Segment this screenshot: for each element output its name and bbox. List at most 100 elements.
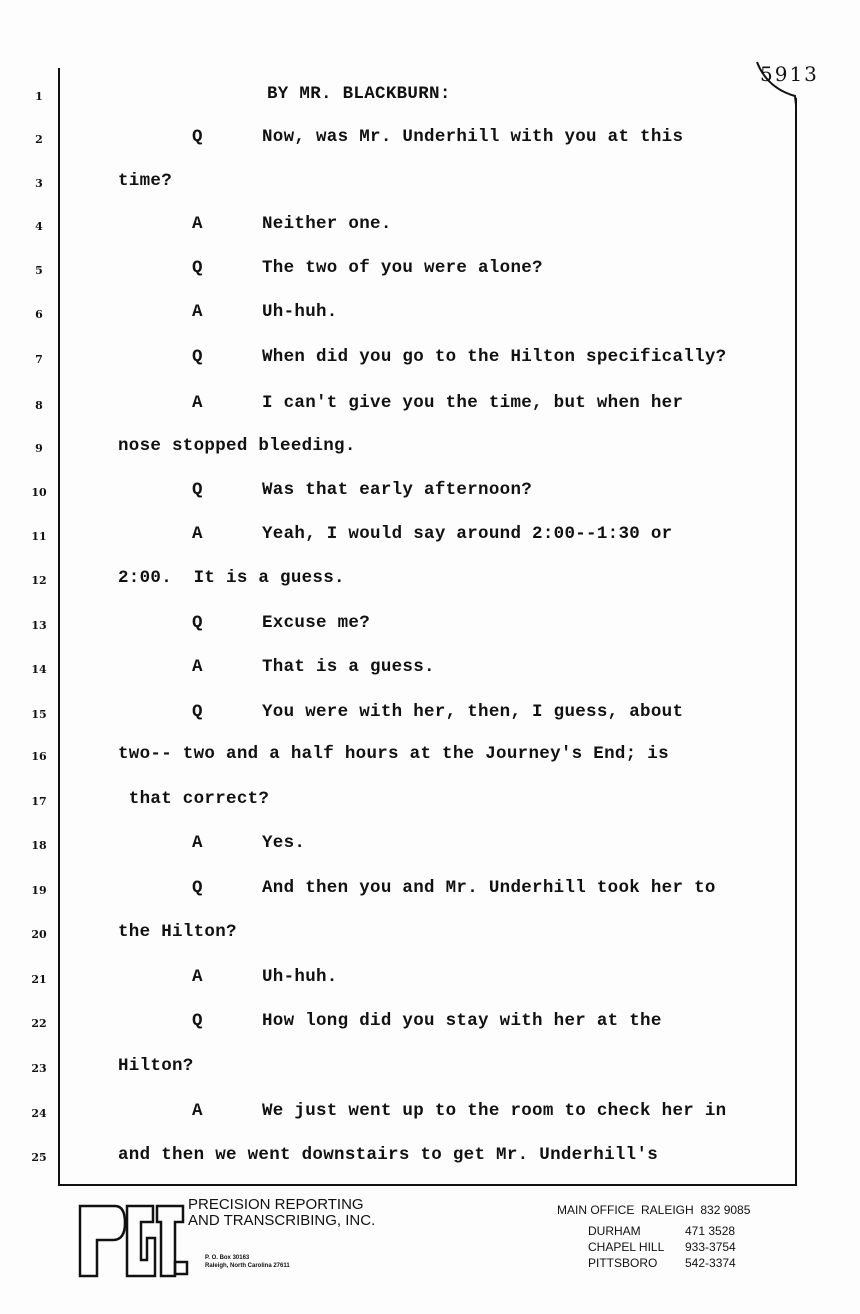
line-text: How long did you stay with her at the [262, 1011, 662, 1031]
examination-heading: BY MR. BLACKBURN: [267, 84, 451, 104]
bottom-margin-line [58, 1184, 797, 1186]
line-number: 21 [31, 973, 47, 986]
transcript-line: the Hilton? [0, 922, 860, 946]
line-number: 2 [35, 133, 43, 146]
speaker-label: A [192, 393, 203, 413]
office-name: PITTSBORO [588, 1256, 658, 1270]
right-margin-line [795, 98, 797, 1186]
main-office: MAIN OFFICE RALEIGH 832 9085 [557, 1203, 751, 1217]
line-number: 16 [31, 750, 47, 763]
line-text: 2:00. It is a guess. [118, 568, 345, 588]
line-text: two-- two and a half hours at the Journe… [118, 744, 669, 764]
office-phone: 933-3754 [685, 1240, 736, 1254]
line-number: 12 [31, 574, 47, 587]
line-text: The two of you were alone? [262, 258, 543, 278]
line-text: We just went up to the room to check her… [262, 1101, 727, 1121]
line-number: 19 [31, 884, 47, 897]
transcript-line: BY MR. BLACKBURN: [0, 84, 860, 108]
line-number: 24 [31, 1107, 47, 1120]
line-text: Excuse me? [262, 613, 371, 633]
transcript-line: A We just went up to the room to check he… [0, 1101, 860, 1125]
left-margin-line [58, 68, 60, 1186]
speaker-label: Q [192, 347, 203, 367]
line-number: 10 [31, 486, 47, 499]
transcript-line: Q You were with her, then, I guess, about [0, 702, 860, 726]
transcript-line: A I can't give you the time, but when her [0, 393, 860, 417]
line-number: 5 [35, 264, 43, 277]
line-text: and then we went downstairs to get Mr. U… [118, 1145, 659, 1165]
speaker-label: Q [192, 613, 203, 633]
line-text: You were with her, then, I guess, about [262, 702, 684, 722]
transcript-line: A Uh-huh. [0, 967, 860, 991]
speaker-label: A [192, 302, 203, 322]
office-phone: 542-3374 [685, 1256, 736, 1270]
line-text: Uh-huh. [262, 302, 338, 322]
line-number: 17 [31, 795, 47, 808]
transcript-line: Q Was that early afternoon? [0, 480, 860, 504]
speaker-label: Q [192, 878, 203, 898]
transcript-line: Q The two of you were alone? [0, 258, 860, 282]
line-text: Hilton? [118, 1056, 194, 1076]
line-text: nose stopped bleeding. [118, 436, 356, 456]
line-number: 20 [31, 928, 47, 941]
line-text: time? [118, 171, 173, 191]
transcript-line: that correct? [0, 789, 860, 813]
line-number: 25 [31, 1151, 47, 1164]
line-number: 18 [31, 839, 47, 852]
line-number: 4 [35, 220, 43, 233]
transcript-line: nose stopped bleeding. [0, 436, 860, 460]
office-name: CHAPEL HILL [588, 1240, 665, 1254]
line-number: 9 [35, 442, 43, 455]
speaker-label: Q [192, 258, 203, 278]
line-number: 6 [35, 308, 43, 321]
line-number: 3 [35, 177, 43, 190]
transcript-line: Q And then you and Mr. Underhill took her… [0, 878, 860, 902]
line-number: 8 [35, 399, 43, 412]
line-text: that correct? [118, 789, 270, 809]
city: Raleigh, North Carolina 27611 [205, 1263, 290, 1269]
office-phone: 471 3528 [685, 1224, 736, 1238]
speaker-label: A [192, 214, 203, 234]
transcript-line: 2:00. It is a guess. [0, 568, 860, 592]
office-name: DURHAM [588, 1224, 641, 1238]
transcript-line: A Neither one. [0, 214, 860, 238]
transcript-line: time? [0, 171, 860, 195]
po-box: P. O. Box 30163 [205, 1255, 250, 1261]
transcript-line: Q How long did you stay with her at the [0, 1011, 860, 1035]
line-number: 11 [31, 530, 47, 543]
line-number: 13 [31, 619, 47, 632]
transcript-line: two-- two and a half hours at the Journe… [0, 744, 860, 768]
line-text: When did you go to the Hilton specifical… [262, 347, 727, 367]
line-number: 22 [31, 1017, 47, 1030]
line-number: 23 [31, 1062, 47, 1075]
company-name-line2: AND TRANSCRIBING, INC. [188, 1212, 376, 1229]
transcript-line: A Yeah, I would say around 2:00--1:30 or [0, 524, 860, 548]
speaker-label: A [192, 1101, 203, 1121]
speaker-label: Q [192, 702, 203, 722]
speaker-label: Q [192, 127, 203, 147]
speaker-label: Q [192, 480, 203, 500]
page-corner-curve [756, 61, 797, 105]
speaker-label: A [192, 833, 203, 853]
line-text: Yeah, I would say around 2:00--1:30 or [262, 524, 673, 544]
line-text: Was that early afternoon? [262, 480, 533, 500]
line-number: 15 [31, 708, 47, 721]
line-text: Neither one. [262, 214, 392, 234]
line-text: I can't give you the time, but when her [262, 393, 684, 413]
line-number: 1 [35, 90, 43, 103]
speaker-label: Q [192, 1011, 203, 1031]
line-text: the Hilton? [118, 922, 237, 942]
line-number: 14 [31, 663, 47, 676]
line-text: Uh-huh. [262, 967, 338, 987]
speaker-label: A [192, 657, 203, 677]
line-text: Now, was Mr. Underhill with you at this [262, 127, 684, 147]
speaker-label: A [192, 524, 203, 544]
line-text: And then you and Mr. Underhill took her … [262, 878, 716, 898]
speaker-label: A [192, 967, 203, 987]
transcript-line: Hilton? [0, 1056, 860, 1080]
line-number: 7 [35, 353, 43, 366]
transcript-line: Q Now, was Mr. Underhill with you at this [0, 127, 860, 151]
line-text: That is a guess. [262, 657, 435, 677]
